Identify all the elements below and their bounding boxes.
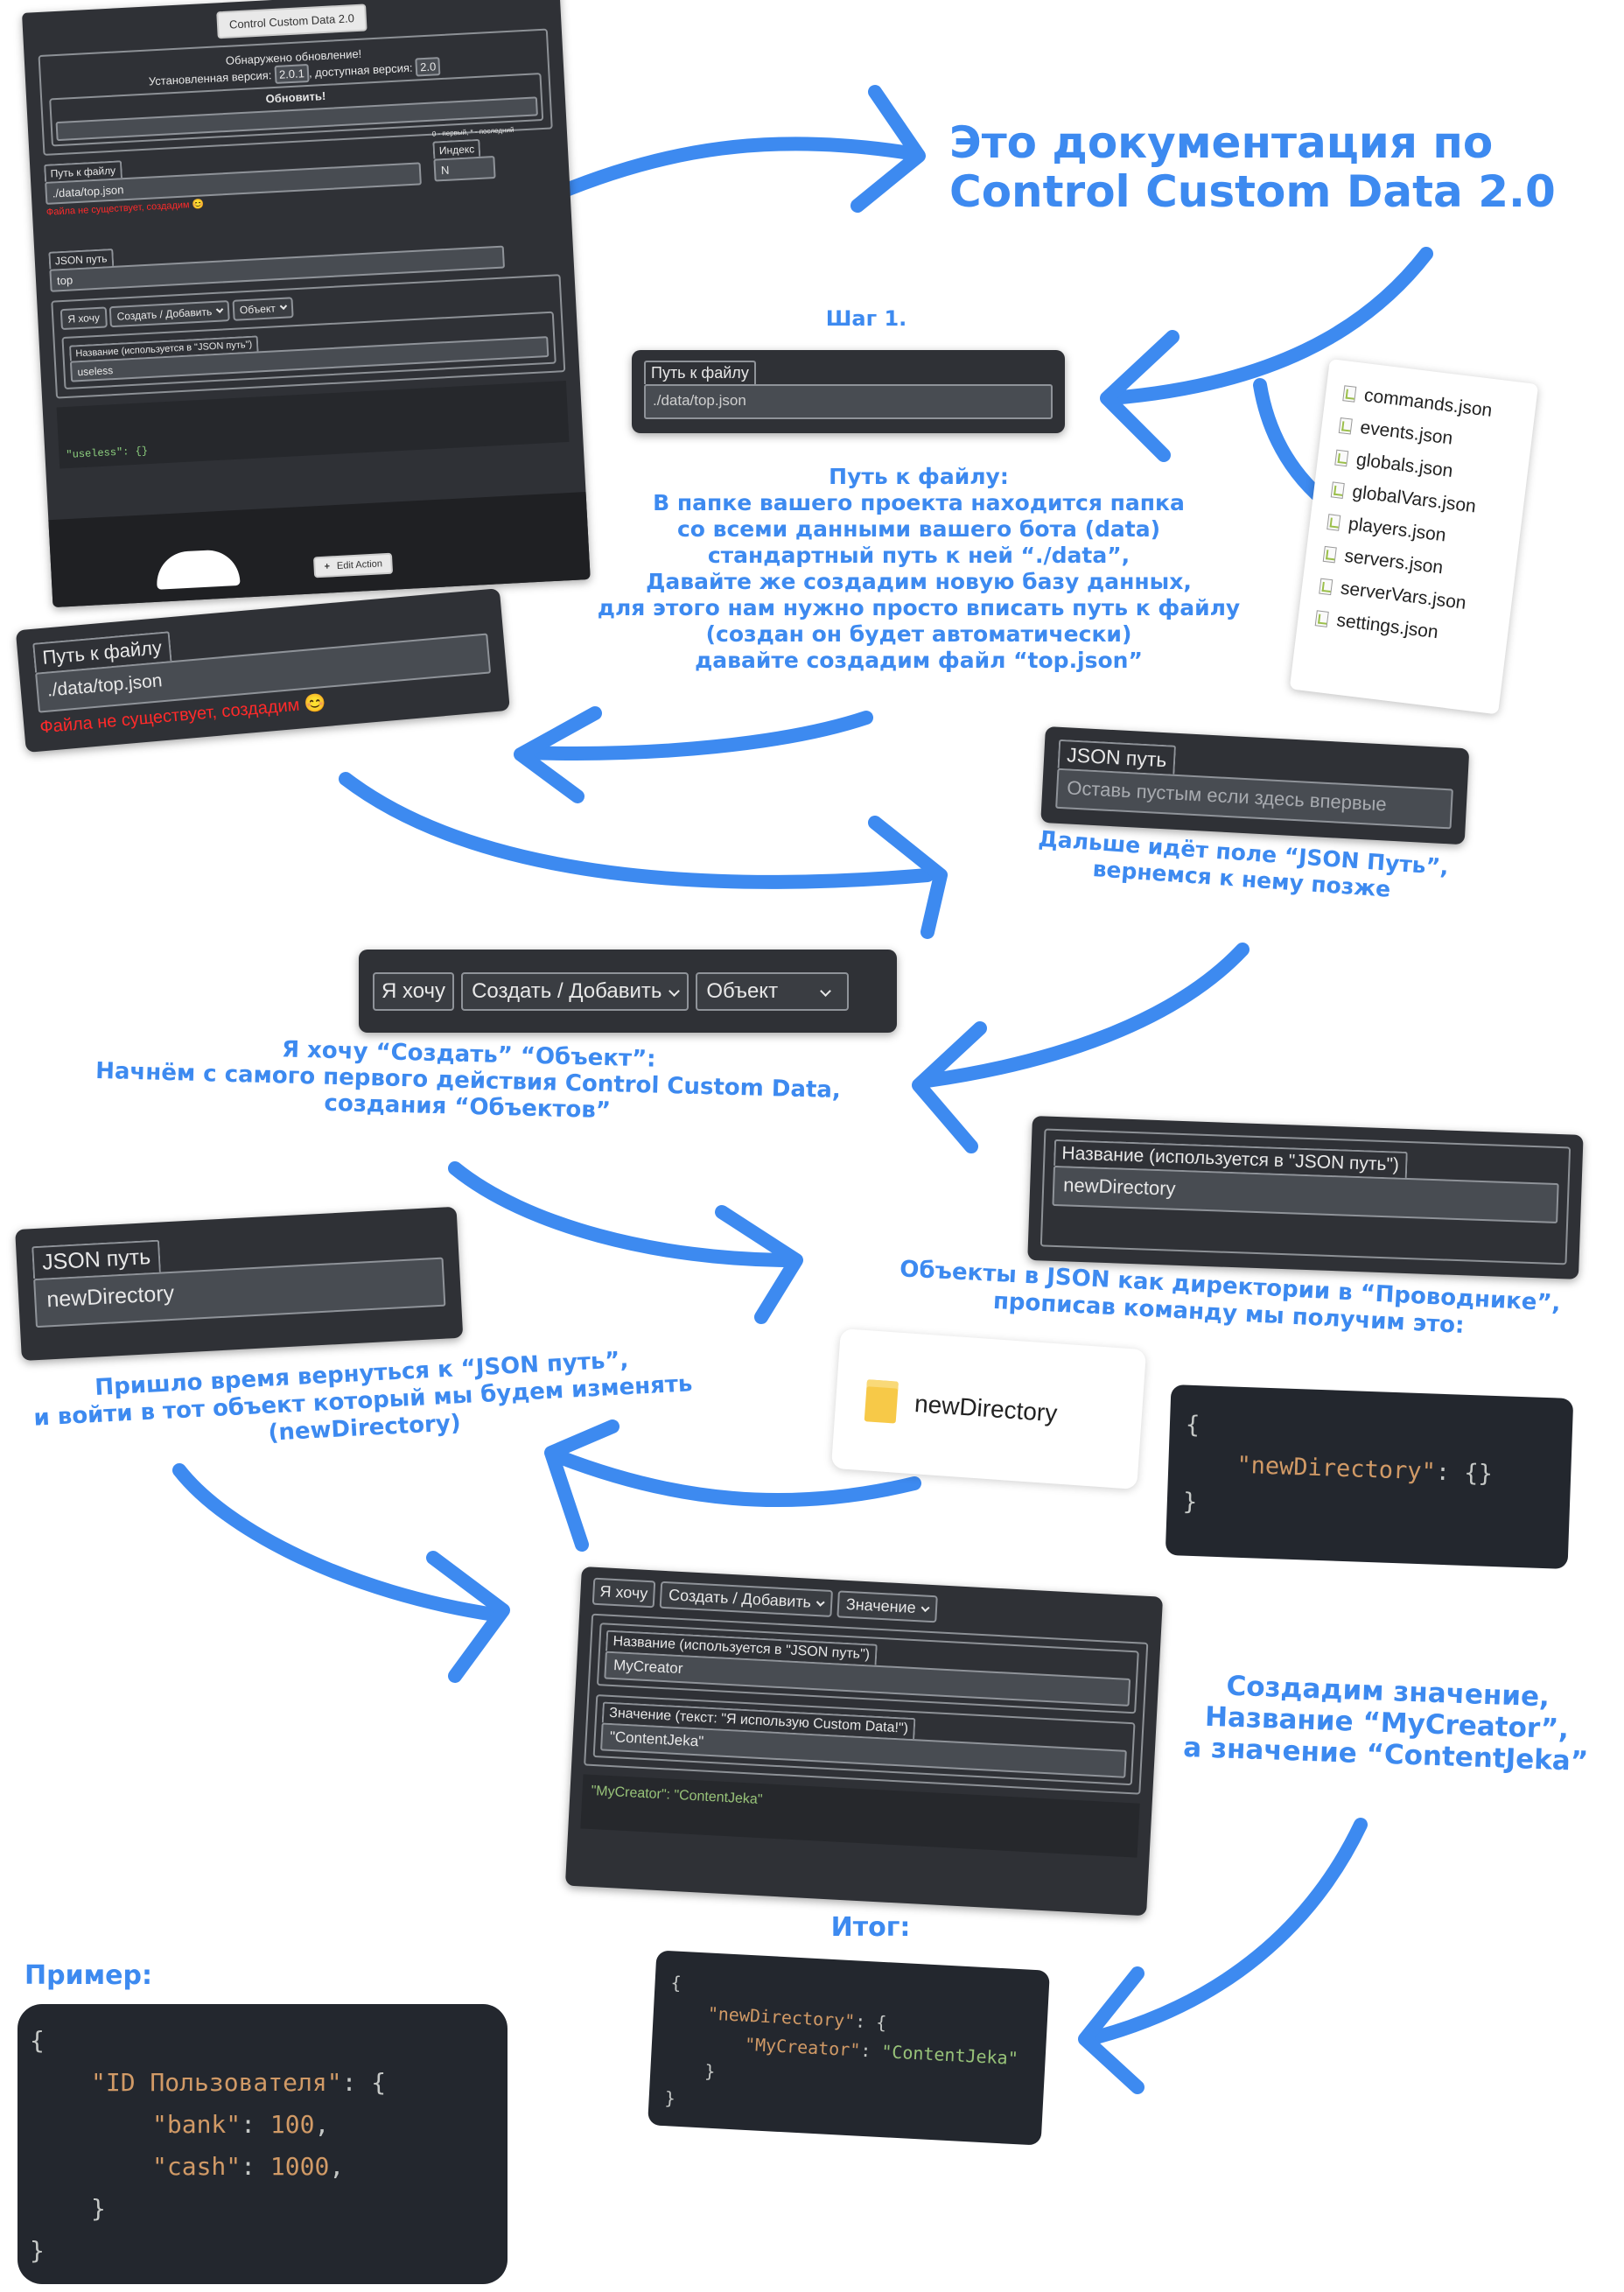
cat-logo-icon [155, 548, 241, 590]
page-title-line1: Это документация по [949, 117, 1494, 168]
name-panel: Название (используется в "JSON путь") ne… [1027, 1116, 1584, 1279]
json-file-icon [1334, 449, 1349, 467]
iwant-action-value: Создать / Добавить [472, 978, 662, 1003]
value-iwant-label: Я хочу [592, 1577, 656, 1609]
iwant-panel: Я хочу Создать / Добавить Объект [359, 950, 897, 1033]
value-type-value: Значение [845, 1595, 917, 1617]
json1-label: JSON путь [1057, 739, 1177, 775]
chevron-down-icon [279, 302, 287, 311]
arrow-to-step1-head [1100, 330, 1180, 462]
value-panel: Я хочу Создать / Добавить Значение Назва… [564, 1567, 1164, 1917]
main-panel: Control Custom Data 2.0 Обнаружено обнов… [22, 0, 591, 608]
arrow-to-json1-head [868, 816, 948, 939]
chevron-down-icon [920, 1603, 930, 1613]
json-file-icon [1314, 610, 1329, 627]
arrow-to-objects [448, 1161, 799, 1267]
create-value-explanation: Создадим значение, Название “MyCreator”,… [1182, 1670, 1589, 1778]
chevron-down-icon [215, 305, 224, 313]
value-action-select[interactable]: Создать / Добавить [659, 1581, 833, 1618]
arrow-to-return [553, 1450, 921, 1508]
json-panel-2: JSON путь newDirectory [15, 1206, 464, 1361]
arrow-to-title-head [850, 85, 926, 213]
arrow-to-result-head [1078, 1966, 1144, 2094]
step1-file-path-input[interactable]: ./data/top.json [644, 384, 1053, 419]
example-cash-key: "cash" [152, 2152, 242, 2181]
arrow-to-result [1082, 1818, 1368, 2046]
folder-item[interactable]: newDirectory [830, 1328, 1147, 1490]
action-select-value: Создать / Добавить [116, 305, 213, 323]
installed-version-label: Установленная версия: [148, 68, 272, 88]
json-file-icon [1338, 417, 1353, 435]
arrow-to-iwant [920, 943, 1250, 1088]
step1-title: Шаг 1. [825, 306, 907, 331]
result-value2: "ContentJeka" [880, 2040, 1019, 2070]
example-key1: "ID Пользователя" [91, 2068, 342, 2097]
json-file-icon [1322, 545, 1337, 564]
edit-action-button[interactable]: + Edit Action [312, 552, 394, 578]
i-want-label: Я хочу [60, 306, 108, 331]
json-file-icon [1319, 578, 1334, 596]
example-label: Пример: [24, 1960, 152, 1991]
available-version: 2.0 [415, 57, 441, 77]
code-block-object: { "newDirectory": {} } [1165, 1384, 1574, 1569]
example-bank-val: 100 [270, 2110, 315, 2139]
value-action-value: Создать / Добавить [668, 1586, 812, 1611]
arrow-to-objects-head [715, 1205, 803, 1324]
edit-action-label: Edit Action [336, 558, 383, 572]
preview-text: "useless": {} [66, 445, 149, 462]
example-cash-val: 1000 [270, 2152, 330, 2181]
iwant-type-select[interactable]: Объект [696, 971, 850, 1011]
arrow-to-title [549, 137, 917, 201]
iwant-label: Я хочу [373, 971, 455, 1011]
chevron-down-icon [820, 985, 831, 997]
code1-value: {} [1463, 1459, 1494, 1488]
arrow-to-value [172, 1463, 501, 1622]
step1-file-path-label: Путь к файлу [644, 361, 756, 384]
arrow-to-return-head [544, 1419, 620, 1552]
chevron-down-icon [668, 985, 681, 997]
example-bank-key: "bank" [152, 2110, 242, 2139]
value-type-select[interactable]: Значение [836, 1590, 938, 1623]
iwant-action-select[interactable]: Создать / Добавить [461, 971, 690, 1011]
arrow-to-step1 [1104, 247, 1433, 405]
arrow-to-filepath2-head [514, 706, 602, 803]
header-button[interactable]: Control Custom Data 2.0 [216, 4, 368, 39]
json-file-icon [1326, 514, 1341, 531]
step1-panel: Путь к файлу ./data/top.json [632, 350, 1065, 433]
result-label: Итог: [830, 1912, 911, 1943]
type-select-value: Объект [239, 302, 276, 317]
iwant-type-value: Объект [706, 978, 779, 1003]
page-title-line2: Control Custom Data 2.0 [949, 166, 1556, 217]
result-code-block: { "newDirectory": { "MyCreator": "Conten… [648, 1950, 1050, 2146]
chevron-down-icon [816, 1597, 825, 1607]
json2-label: JSON путь [32, 1239, 162, 1279]
plus-icon: + [324, 561, 331, 572]
arrow-to-iwant-head [912, 1021, 987, 1153]
json-file-icon [1330, 481, 1345, 499]
folder-name: newDirectory [914, 1390, 1059, 1427]
file-list: commands.json events.json globals.json g… [1289, 359, 1539, 715]
arrow-to-filepath2 [518, 711, 873, 760]
arrow-to-json1 [339, 772, 934, 889]
file-path-explanation: Путь к файлу: В папке вашего проекта нах… [597, 464, 1241, 673]
index-input[interactable]: N [433, 155, 496, 182]
value-preview-key: "MyCreator" [591, 1783, 667, 1803]
action-select[interactable]: Создать / Добавить [109, 300, 230, 328]
json-file-icon [1342, 385, 1357, 403]
result-key2: "MyCreator" [744, 2033, 861, 2061]
json1-input[interactable]: Оставь пустым если здесь впервые [1055, 768, 1453, 830]
json-path-label: JSON путь [48, 248, 114, 270]
value-preview-value: "ContentJeka" [673, 1787, 763, 1808]
code1-key: "newDirectory" [1236, 1451, 1437, 1486]
type-select[interactable]: Объект [232, 297, 294, 321]
available-version-label: , доступная версия: [308, 60, 413, 80]
arrow-to-value-head [426, 1551, 510, 1683]
folder-icon [864, 1379, 899, 1424]
index-label: Индекс [432, 138, 481, 159]
result-key1: "newDirectory" [707, 2002, 856, 2032]
example-code-block: { "ID Пользователя": { "bank": 100, "cas… [18, 2004, 508, 2284]
page-title: Это документация по Control Custom Data … [949, 118, 1614, 216]
installed-version: 2.0.1 [274, 63, 310, 84]
